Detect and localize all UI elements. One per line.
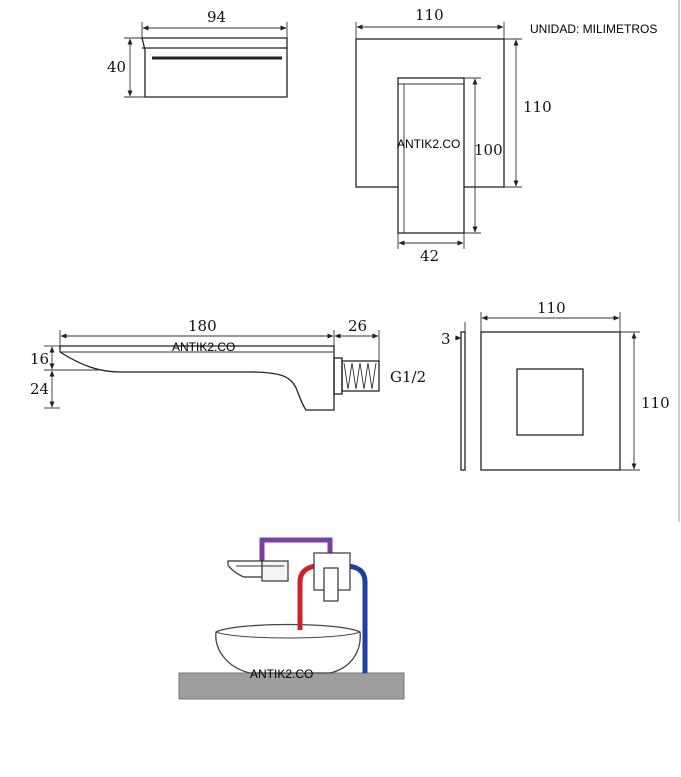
- front-height-label: 110: [523, 98, 552, 116]
- tip-height-label: 16: [30, 350, 49, 368]
- thread-body: [341, 360, 380, 392]
- top-view-height-label: 40: [107, 58, 126, 76]
- lever-width-label: 42: [420, 247, 439, 265]
- plate-thickness-label: 3: [441, 330, 451, 348]
- watermark-middle: ANTIK2.CO: [172, 340, 235, 354]
- spout-profile: [59, 345, 335, 411]
- unit-label: UNIDAD: MILIMETROS: [530, 22, 657, 36]
- plate-view: 3 110 110: [441, 299, 670, 471]
- plate-side-profile: [460, 331, 466, 471]
- top-view-width-label: 94: [207, 8, 226, 26]
- spout-length-label: 180: [188, 317, 217, 335]
- spout-connector: [333, 357, 343, 395]
- front-width-label: 110: [415, 6, 444, 24]
- front-view: 110 110 100 42: [355, 6, 552, 265]
- countertop: [178, 672, 405, 700]
- mixer-lever: [323, 567, 339, 602]
- thread-length-label: 26: [348, 317, 367, 335]
- top-view: 94 40: [107, 8, 288, 98]
- watermark-bottom: ANTIK2.CO: [250, 667, 313, 681]
- installed-spout-mount: [261, 560, 289, 582]
- plate-height-label: 110: [641, 394, 670, 412]
- basin-bowl: [215, 623, 361, 674]
- plate-face: [480, 331, 621, 471]
- basin-rim: [215, 631, 361, 639]
- side-view: 180 26 16 24 G1/2: [30, 317, 426, 411]
- front-lever: [397, 77, 465, 234]
- spout-feed-pipe: [259, 537, 333, 563]
- thread-spec-label: G1/2: [390, 368, 426, 386]
- plate-center-square: [516, 368, 584, 436]
- lever-height-label: 100: [474, 141, 503, 159]
- plate-width-label: 110: [537, 299, 566, 317]
- drop-height-label: 24: [30, 380, 49, 398]
- top-view-outline: [141, 37, 288, 98]
- installation-diagram: [178, 537, 405, 700]
- watermark-top: ANTIK2.CO: [397, 137, 460, 151]
- thread-spring: [343, 362, 377, 390]
- installed-spout: [227, 560, 263, 578]
